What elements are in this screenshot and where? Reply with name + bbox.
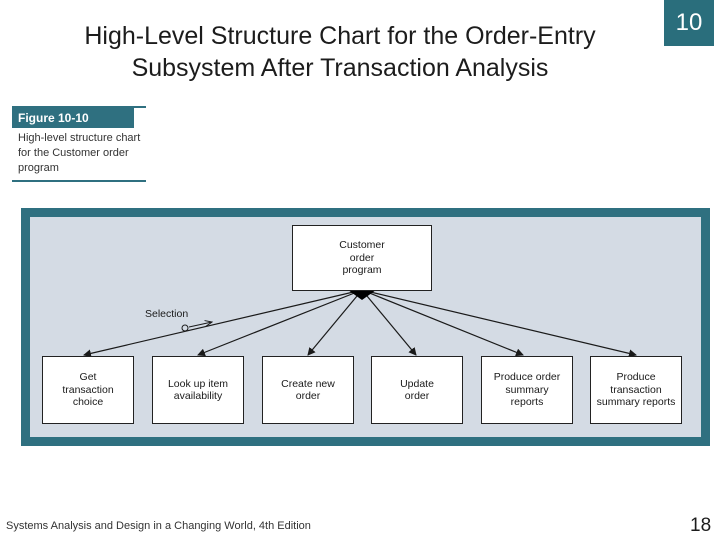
node-get-transaction-choice: Get transaction choice — [42, 356, 134, 424]
node-customer-order-program: Customer order program — [292, 225, 432, 291]
caption-bottom-rule — [12, 180, 146, 182]
node-create-new-order: Create new order — [262, 356, 354, 424]
data-couple-arrow — [188, 322, 212, 328]
figure-label: Figure 10-10 — [12, 108, 134, 128]
footer-text: Systems Analysis and Design in a Changin… — [6, 520, 311, 532]
diagram-frame — [21, 208, 710, 446]
connector-to-create-new-order — [307, 289, 363, 356]
page-number: 18 — [690, 515, 712, 536]
connector-to-transaction-summary — [361, 289, 637, 358]
selection-label: Selection — [145, 308, 189, 320]
data-couple-circle — [181, 324, 189, 332]
connector-to-update-order — [361, 289, 417, 356]
connector-to-order-summary — [361, 289, 524, 357]
node-update-order: Update order — [371, 356, 463, 424]
node-produce-transaction-summary-reports: Produce transaction summary reports — [590, 356, 682, 424]
figure-description: High-level structure chart for the Custo… — [18, 132, 141, 174]
figure-caption: Figure 10-10 High-level structure chart … — [12, 106, 146, 182]
node-look-up-item-availability: Look up item availability — [152, 356, 244, 424]
connector-to-look-up-item — [197, 289, 363, 357]
connector-to-get-transaction-choice — [83, 289, 363, 358]
chapter-badge: 10 — [664, 0, 714, 46]
slide-title: High-Level Structure Chart for the Order… — [84, 22, 596, 82]
node-produce-order-summary-reports: Produce order summary reports — [481, 356, 573, 424]
caption-top-rule — [12, 106, 146, 108]
